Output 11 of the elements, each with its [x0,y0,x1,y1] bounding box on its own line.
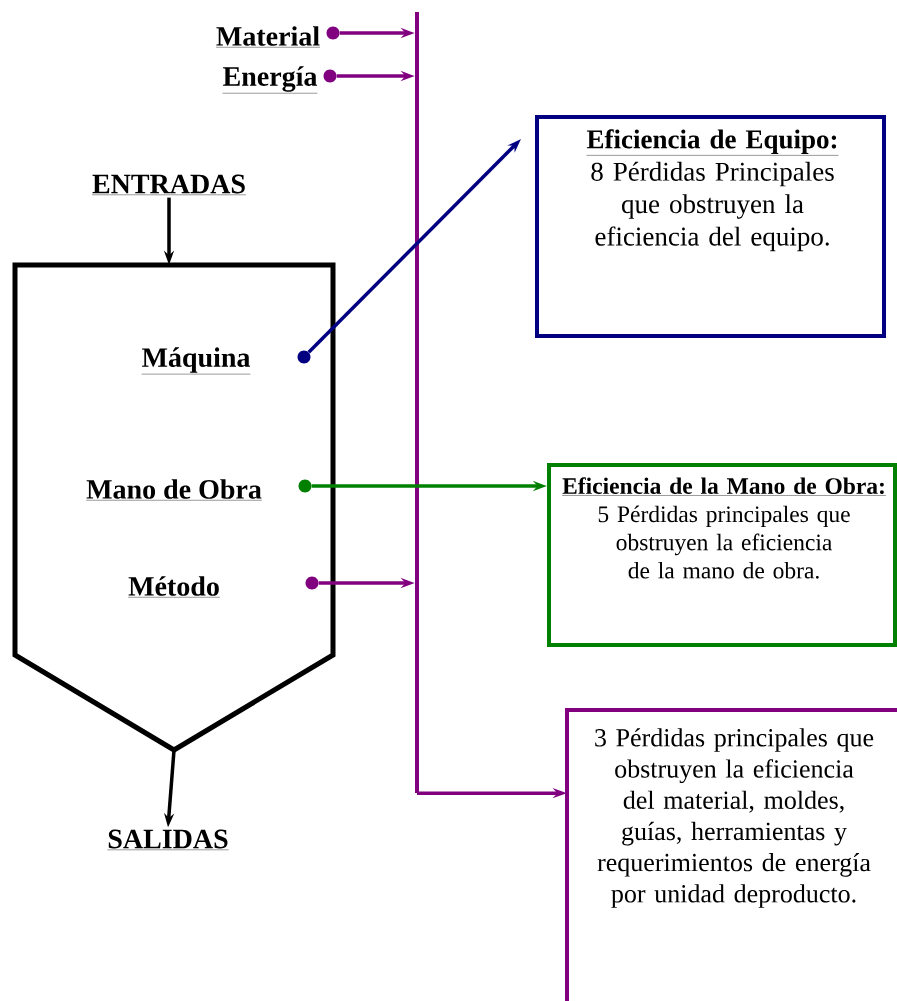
text-box: Eficiencia de Equipo: 8 Pérdidas Principales que obstruyen la eficiencia del equipo. [535,115,886,338]
underlined-label: SALIDAS [107,829,229,851]
hopper-outline [12,262,336,753]
underlined-label: Máquina [141,347,251,375]
underlined-label: Energía [222,66,318,94]
underlined-label: ENTRADAS [91,174,247,195]
underlined-label: Método [127,576,221,598]
underlined-label: Mano de Obra [85,479,263,501]
text-box: Eficiencia de la Mano de Obra: 5 Pérdidas principales que obstruyen la eficiencia de la mano de obra. [547,463,897,647]
text-box: 3 Pérdidas principales que obstruyen la eficiencia del material, moldes, guías, herramientas y requerimientos de energía por unidad deproducto. [565,708,897,1001]
underlined-label: Material [215,26,321,48]
